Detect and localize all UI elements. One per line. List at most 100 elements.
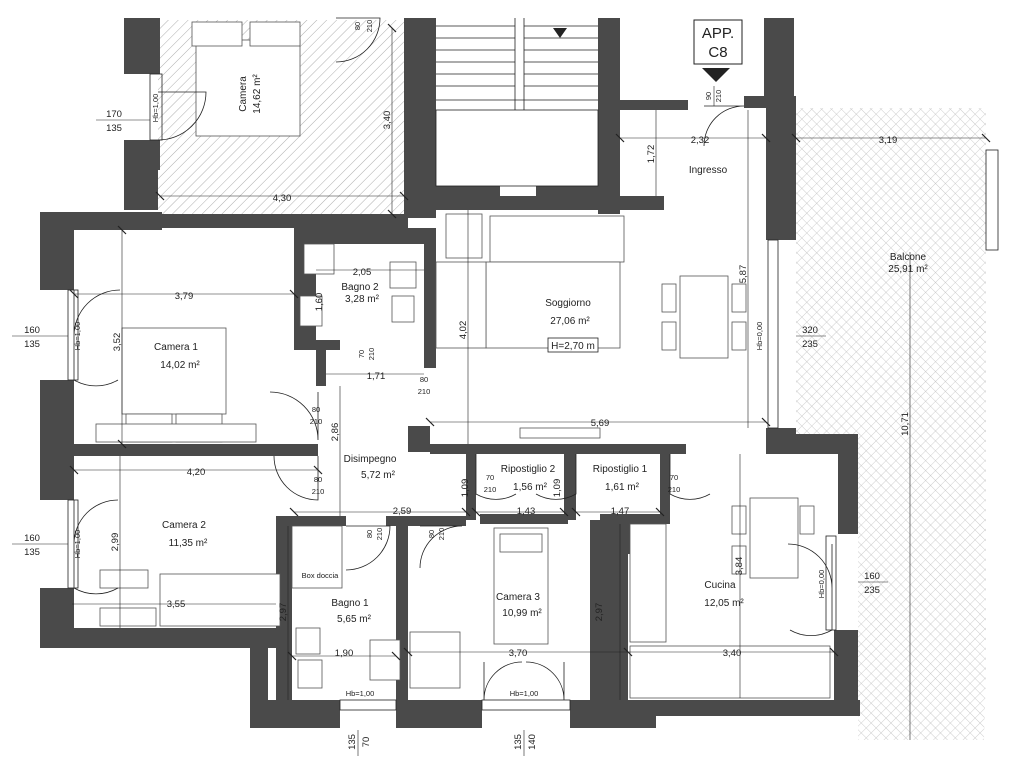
win-camera3-b: 140 (527, 734, 538, 750)
dim-2-99: 2,99 (110, 533, 121, 552)
sill-cucina: Hb=0,00 (817, 570, 826, 599)
sill-top: Hb=1,00 (151, 94, 160, 123)
balcone-grid (796, 108, 986, 740)
room-name-ingresso: Ingresso (689, 165, 728, 176)
dimension-lines (72, 28, 986, 740)
win-camera1-b: 135 (24, 339, 40, 350)
win-soggiorno-b: 235 (802, 339, 818, 350)
room-area-soggiorno: 27,06 m² (550, 316, 590, 327)
dim-3-40-b: 3,40 (723, 648, 742, 659)
door-code-2a: 80 (314, 475, 322, 484)
win-camera2-a: 160 (24, 533, 40, 544)
dim-4-30: 4,30 (273, 193, 292, 204)
dim-5-69: 5,69 (591, 418, 610, 429)
door-code-2b: 210 (312, 487, 325, 496)
win-bagno1-a: 135 (347, 734, 358, 750)
room-name-cucina: Cucina (704, 580, 736, 591)
room-name-camera2: Camera 2 (162, 520, 206, 531)
door-code-9b: 210 (365, 20, 374, 33)
room-area-camera3: 10,99 m² (502, 608, 542, 619)
dim-3-40: 3,40 (382, 111, 393, 130)
door-code-8a: 80 (427, 530, 436, 538)
door-code-8b: 210 (437, 528, 446, 541)
door-code-7a: 80 (365, 530, 374, 538)
dim-2-97-b: 2,97 (594, 603, 605, 622)
apartment-tag-line2: C8 (708, 44, 727, 61)
room-name-camera3: Camera 3 (496, 592, 540, 603)
entrance-code-a: 90 (704, 92, 713, 100)
win-soggiorno-a: 320 (802, 325, 818, 336)
room-name-balcone: Balcone (890, 252, 927, 263)
door-code-3a: 70 (486, 473, 494, 482)
door-codes: 80 210 80 210 70 210 80 210 70 210 70 21… (310, 20, 681, 541)
room-area-balcone: 25,91 m² (888, 264, 928, 275)
fixture-box-doccia: Box doccia (302, 571, 340, 580)
room-name-camera1: Camera 1 (154, 342, 198, 353)
dim-1-72: 1,72 (646, 145, 657, 164)
walls (40, 18, 860, 728)
furniture (95, 21, 831, 699)
apartment-tag-line1: APP. (702, 25, 734, 42)
sill-camera2: Hb=1,00 (73, 530, 82, 559)
dim-10-71: 10,71 (900, 412, 911, 436)
room-name-ripostiglio1: Ripostiglio 1 (593, 464, 648, 475)
door-code-1b: 210 (310, 417, 323, 426)
win-top-a: 170 (106, 109, 122, 120)
opening-codes: 170 135 160 135 160 135 320 235 160 235 … (12, 86, 888, 756)
room-area-camera-top: 14,62 m² (252, 74, 263, 114)
room-area-bagno2: 3,28 m² (345, 294, 380, 305)
room-name-bagno1: Bagno 1 (331, 598, 369, 609)
dim-3-52: 3,52 (112, 333, 123, 352)
room-height-soggiorno: H=2,70 m (551, 341, 595, 352)
door-code-3b: 210 (484, 485, 497, 494)
dim-1-43: 1,43 (517, 506, 536, 517)
win-camera2-b: 135 (24, 547, 40, 558)
dim-1-47: 1,47 (611, 506, 630, 517)
room-name-ripostiglio2: Ripostiglio 2 (501, 464, 556, 475)
room-area-bagno1: 5,65 m² (337, 614, 372, 625)
dim-3-19: 3,19 (879, 135, 898, 146)
dim-5-87: 5,87 (738, 265, 749, 284)
door-code-5b: 210 (668, 485, 681, 494)
dim-1-09-b: 1,09 (552, 479, 563, 498)
room-name-bagno2: Bagno 2 (341, 282, 379, 293)
dim-3-70: 3,70 (509, 648, 528, 659)
dim-1-71: 1,71 (367, 371, 386, 382)
apartment-tag: APP. C8 (693, 19, 743, 82)
win-bagno1-b: 70 (361, 737, 372, 748)
sill-camera3: Hb=1,00 (510, 689, 539, 698)
dim-1-90: 1,90 (335, 648, 354, 659)
door-code-9a: 80 (353, 22, 362, 30)
dimension-ticks (69, 23, 991, 661)
sill-camera1: Hb=1,00 (73, 322, 82, 351)
entrance-arrow-icon (702, 68, 730, 82)
dimension-labels: 4,30 3,40 2,32 1,72 3,19 5,87 10,71 2,05… (110, 111, 911, 659)
door-code-6a: 70 (357, 350, 366, 358)
dim-4-02: 4,02 (458, 321, 469, 340)
win-camera1-a: 160 (24, 325, 40, 336)
dim-1-60: 1,60 (314, 293, 325, 312)
room-area-camera2: 11,35 m² (169, 538, 208, 549)
room-area-disimpegno: 5,72 m² (361, 470, 396, 481)
dim-3-55: 3,55 (167, 599, 186, 610)
room-area-cucina: 12,05 m² (704, 598, 744, 609)
room-name-soggiorno: Soggiorno (545, 298, 591, 309)
sill-heights: Hb=1,00 Hb=1,00 Hb=1,00 Hb=0,00 Hb=0,00 … (73, 94, 826, 698)
door-code-1a: 80 (312, 405, 320, 414)
win-cucina-a: 160 (864, 571, 880, 582)
dim-1-09-a: 1,09 (460, 479, 471, 498)
dim-2-05: 2,05 (353, 267, 372, 278)
win-top-b: 135 (106, 123, 122, 134)
dim-2-86: 2,86 (330, 423, 341, 442)
entrance-code-b: 210 (714, 90, 723, 103)
room-labels: Camera 14,62 m² Ingresso Balcone 25,91 m… (154, 74, 928, 625)
dim-2-32: 2,32 (691, 135, 710, 146)
stair-arrow-icon (553, 28, 567, 38)
sill-bagno1: Hb=1,00 (346, 689, 375, 698)
dim-4-20: 4,20 (187, 467, 206, 478)
room-area-camera1: 14,02 m² (160, 360, 200, 371)
win-camera3-a: 135 (513, 734, 524, 750)
room-area-ripostiglio2: 1,56 m² (513, 482, 548, 493)
room-name-camera-top: Camera (238, 76, 249, 112)
